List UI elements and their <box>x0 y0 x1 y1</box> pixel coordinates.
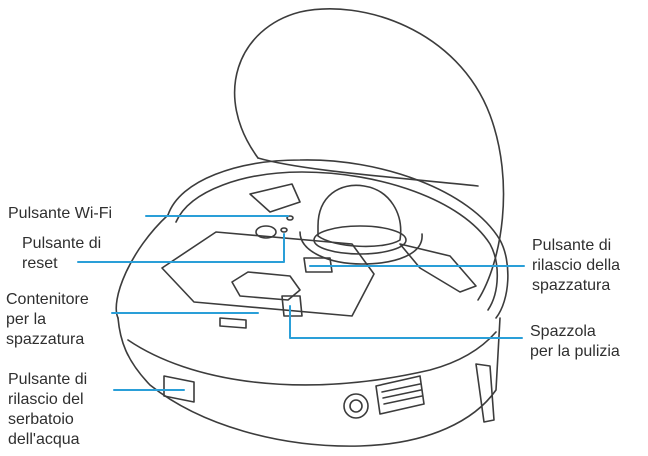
robot-top-rim <box>167 159 509 319</box>
robot-bumper-front <box>117 317 501 447</box>
cleaning-brush <box>281 295 303 317</box>
callout-lines <box>77 215 525 391</box>
laser-turret-base <box>299 231 423 265</box>
dustbin-latch <box>219 317 247 329</box>
side-brush-arm <box>475 363 495 423</box>
brush-rail-right <box>399 243 477 293</box>
label-water-tank-release: Pulsante di rilascio del serbatoio dell'… <box>8 371 88 448</box>
laser-turret-ring <box>313 225 407 255</box>
top-button-left <box>255 225 277 239</box>
robot-base-line <box>127 331 497 386</box>
dustbin-release-button <box>303 257 333 273</box>
robot-top-rim-inner <box>175 171 499 311</box>
front-vent-lines <box>381 383 423 405</box>
callout-line-brush <box>289 305 523 339</box>
laser-turret-dome <box>317 184 402 248</box>
label-wifi-button: Pulsante Wi-Fi <box>8 205 113 222</box>
top-button-wifi <box>286 215 294 221</box>
label-reset-button: Pulsante di reset <box>22 235 102 272</box>
brush-rail <box>249 183 301 213</box>
label-dustbin-release: Pulsante di rilascio della spazzatura <box>532 237 621 294</box>
caster-wheel <box>343 393 369 419</box>
caster-wheel-hub <box>349 399 363 413</box>
dustbin-panel <box>161 231 375 317</box>
robot-bumper-left <box>115 214 169 319</box>
lid-hinge-edge <box>257 157 479 187</box>
callout-line-reset <box>77 233 285 263</box>
dustbin-handle <box>231 271 301 301</box>
front-vent <box>375 375 425 415</box>
label-dustbin: Contenitore per la spazzatura <box>6 291 89 348</box>
open-lid <box>233 8 505 301</box>
top-button-reset <box>280 227 288 233</box>
label-cleaning-brush: Spazzola per la pulizia <box>530 323 620 360</box>
